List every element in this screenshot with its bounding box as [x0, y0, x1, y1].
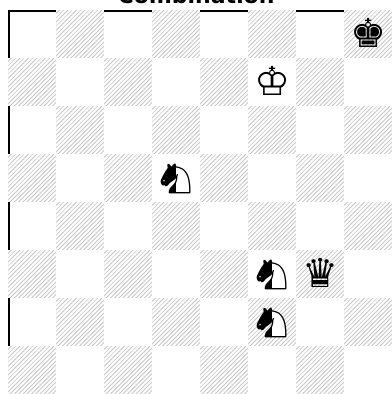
square-a7[interactable]	[8, 58, 56, 106]
white-king-icon[interactable]: ♔	[248, 58, 296, 106]
square-d3[interactable]	[152, 250, 200, 298]
square-d2[interactable]	[152, 298, 200, 346]
square-g8[interactable]	[296, 10, 344, 58]
square-b7[interactable]	[56, 58, 104, 106]
square-d8[interactable]	[152, 10, 200, 58]
square-b6[interactable]	[56, 106, 104, 154]
square-a1[interactable]	[8, 346, 56, 394]
square-a2[interactable]	[8, 298, 56, 346]
square-a6[interactable]	[8, 106, 56, 154]
half-knight-icon[interactable]	[248, 250, 296, 298]
square-d4[interactable]	[152, 202, 200, 250]
square-e2[interactable]	[200, 298, 248, 346]
square-c5[interactable]	[104, 154, 152, 202]
square-f8[interactable]	[248, 10, 296, 58]
square-g4[interactable]	[296, 202, 344, 250]
square-c8[interactable]	[104, 10, 152, 58]
square-d7[interactable]	[152, 58, 200, 106]
puzzle-title: Combination	[0, 0, 392, 8]
square-b2[interactable]	[56, 298, 104, 346]
square-f4[interactable]	[248, 202, 296, 250]
half-knight-icon[interactable]	[248, 298, 296, 346]
square-c6[interactable]	[104, 106, 152, 154]
square-g7[interactable]	[296, 58, 344, 106]
square-d1[interactable]	[152, 346, 200, 394]
square-h7[interactable]	[344, 58, 392, 106]
square-b3[interactable]	[56, 250, 104, 298]
square-c4[interactable]	[104, 202, 152, 250]
square-a4[interactable]	[8, 202, 56, 250]
square-h5[interactable]	[344, 154, 392, 202]
square-d6[interactable]	[152, 106, 200, 154]
square-g1[interactable]	[296, 346, 344, 394]
square-a5[interactable]	[8, 154, 56, 202]
square-e5[interactable]	[200, 154, 248, 202]
square-f5[interactable]	[248, 154, 296, 202]
square-b1[interactable]	[56, 346, 104, 394]
square-g2[interactable]	[296, 298, 344, 346]
square-c2[interactable]	[104, 298, 152, 346]
square-e6[interactable]	[200, 106, 248, 154]
square-e3[interactable]	[200, 250, 248, 298]
black-king-icon[interactable]: ♚	[344, 10, 392, 58]
square-h3[interactable]	[344, 250, 392, 298]
black-queen-icon[interactable]: ♛	[296, 250, 344, 298]
square-g5[interactable]	[296, 154, 344, 202]
square-a3[interactable]	[8, 250, 56, 298]
square-f1[interactable]	[248, 346, 296, 394]
square-e8[interactable]	[200, 10, 248, 58]
half-knight-icon[interactable]	[152, 154, 200, 202]
chess-board[interactable]: ♚ ♔ ♛	[8, 10, 392, 394]
square-e7[interactable]	[200, 58, 248, 106]
square-c3[interactable]	[104, 250, 152, 298]
square-b5[interactable]	[56, 154, 104, 202]
square-b4[interactable]	[56, 202, 104, 250]
square-h6[interactable]	[344, 106, 392, 154]
square-h2[interactable]	[344, 298, 392, 346]
square-e1[interactable]	[200, 346, 248, 394]
square-c1[interactable]	[104, 346, 152, 394]
square-a8[interactable]	[8, 10, 56, 58]
square-h4[interactable]	[344, 202, 392, 250]
square-f6[interactable]	[248, 106, 296, 154]
square-b8[interactable]	[56, 10, 104, 58]
square-c7[interactable]	[104, 58, 152, 106]
square-h1[interactable]	[344, 346, 392, 394]
square-g6[interactable]	[296, 106, 344, 154]
square-e4[interactable]	[200, 202, 248, 250]
